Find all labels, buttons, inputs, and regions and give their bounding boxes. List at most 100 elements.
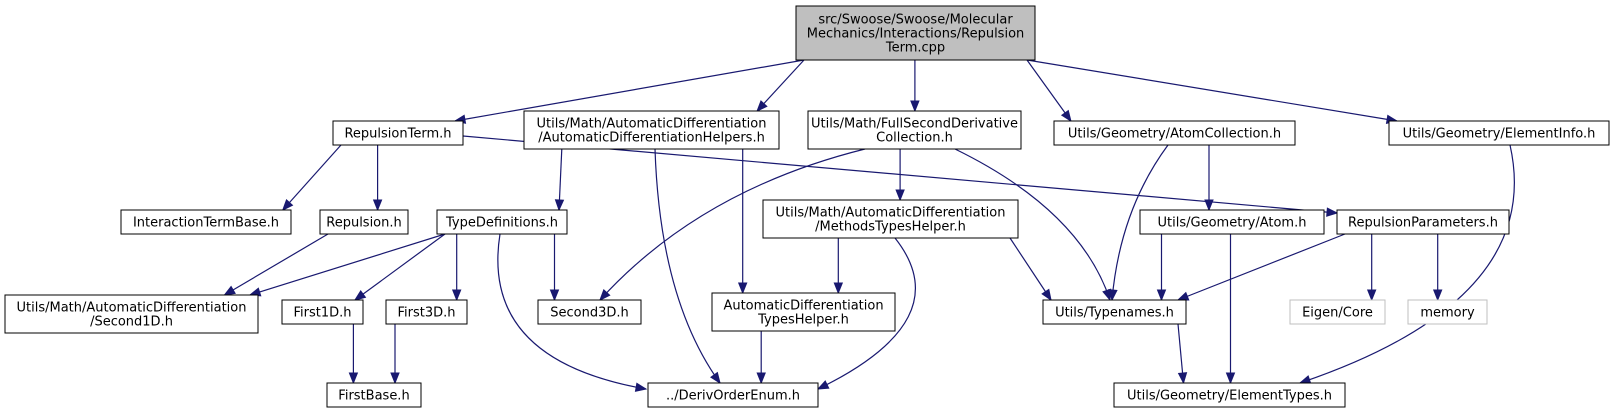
node-first1d-h-box	[281, 299, 364, 325]
edge-atom-h-to-typenames-h-arrowhead	[1156, 289, 1167, 302]
edge-element-info-h-to-element-types-h-arrowhead	[1298, 375, 1312, 385]
edge-atom-collection-h-to-typenames-h-arrowhead	[1108, 289, 1118, 302]
node-repulsion-h-box	[319, 209, 409, 235]
edge-repulsion-h-to-second1d-h	[224, 233, 329, 296]
edge-atom-collection-h-to-atom-h-arrowhead	[1204, 199, 1214, 212]
node-methods-types-helper-h-label-line-1: Utils/Math/AutomaticDifferentiation	[775, 206, 1005, 221]
node-second1d-h-box	[4, 294, 259, 334]
node-eigen-core[interactable]: Eigen/Core	[1289, 299, 1386, 325]
node-repulsion-term-h-label-line-1: RepulsionTerm.h	[344, 127, 451, 142]
node-first3d-h-label-line-1: First3D.h	[397, 306, 455, 321]
node-atom-h-box	[1139, 209, 1325, 235]
node-element-types-h[interactable]: Utils/Geometry/ElementTypes.h	[1113, 382, 1346, 408]
node-first1d-h-label-line-1: First1D.h	[293, 306, 351, 321]
edge-repulsion-term-h-to-repulsion-h-arrowhead	[372, 199, 383, 212]
node-repulsion-h-label-line-1: Repulsion.h	[326, 216, 402, 231]
edge-repulsion-term-h-to-interaction-term-base-h	[282, 144, 342, 211]
node-second3d-h-box	[537, 299, 642, 325]
node-full-second-deriv-h-box	[807, 110, 1022, 150]
node-autodiff-types-helper-h-label-line-1: AutomaticDifferentiation	[723, 299, 883, 314]
node-interaction-term-base-h-box	[120, 209, 292, 235]
edge-atom-collection-h-to-typenames-h	[1111, 144, 1169, 301]
node-second1d-h-label-line-2: /Second1D.h	[90, 315, 173, 330]
node-type-definitions-h-box	[436, 209, 568, 235]
node-eigen-core-label-line-1: Eigen/Core	[1302, 306, 1373, 321]
edge-type-definitions-h-to-deriv-order-enum-h	[497, 233, 647, 390]
node-methods-types-helper-h-box	[762, 199, 1019, 239]
edge-typenames-h-to-element-types-h-arrowhead	[1177, 372, 1188, 385]
edge-autodiff-helpers-h-to-deriv-order-enum-h-arrowhead	[710, 371, 721, 385]
node-interaction-term-base-h[interactable]: InteractionTermBase.h	[120, 209, 292, 235]
node-element-types-h-box	[1113, 382, 1346, 408]
edge-element-info-h-to-element-types-h	[1299, 144, 1515, 384]
node-methods-types-helper-h[interactable]: Utils/Math/AutomaticDifferentiation/Meth…	[762, 199, 1019, 239]
node-element-info-h-box	[1388, 120, 1610, 146]
node-repulsion-parameters-h[interactable]: RepulsionParameters.h	[1336, 209, 1510, 235]
edge-repulsion-term-h-to-interaction-term-base-h-arrowhead	[281, 199, 294, 212]
node-full-second-deriv-h[interactable]: Utils/Math/FullSecondDerivativeCollectio…	[807, 110, 1022, 150]
node-interaction-term-base-h-label-line-1: InteractionTermBase.h	[133, 216, 279, 231]
node-first-base-h-box	[326, 382, 422, 408]
node-root-label-line-2: Mechanics/Interactions/Repulsion	[807, 27, 1025, 42]
node-second3d-h[interactable]: Second3D.h	[537, 299, 642, 325]
node-repulsion-parameters-h-label-line-1: RepulsionParameters.h	[1348, 216, 1498, 231]
node-element-types-h-label-line-1: Utils/Geometry/ElementTypes.h	[1127, 389, 1332, 404]
node-typenames-h[interactable]: Utils/Typenames.h	[1042, 299, 1187, 325]
node-first1d-h[interactable]: First1D.h	[281, 299, 364, 325]
node-autodiff-helpers-h-box	[523, 110, 780, 150]
edge-autodiff-types-helper-h-to-deriv-order-enum-h-arrowhead	[756, 372, 766, 385]
edge-type-definitions-h-to-second1d-h	[249, 233, 446, 296]
edge-root-to-atom-collection-h	[1026, 59, 1072, 122]
edge-first3d-h-to-first-base-h-arrowhead	[390, 372, 400, 385]
node-root[interactable]: src/Swoose/Swoose/MolecularMechanics/Int…	[795, 5, 1036, 61]
node-autodiff-helpers-h[interactable]: Utils/Math/AutomaticDifferentiation/Auto…	[523, 110, 780, 150]
node-repulsion-parameters-h-box	[1336, 209, 1510, 235]
edge-root-to-autodiff-helpers-h-arrowhead	[756, 100, 768, 112]
node-deriv-order-enum-h[interactable]: ../DerivOrderEnum.h	[647, 382, 819, 408]
node-repulsion-term-h-box	[332, 120, 464, 146]
node-repulsion-term-h[interactable]: RepulsionTerm.h	[332, 120, 464, 146]
node-full-second-deriv-h-label-line-1: Utils/Math/FullSecondDerivative	[811, 117, 1018, 132]
node-atom-collection-h[interactable]: Utils/Geometry/AtomCollection.h	[1053, 120, 1296, 146]
edge-repulsion-parameters-h-to-memory-arrowhead	[1432, 289, 1443, 302]
edge-root-to-full-second-deriv-h-arrowhead	[910, 100, 920, 113]
edge-root-to-autodiff-helpers-h	[756, 59, 805, 112]
edge-full-second-deriv-h-to-typenames-h	[954, 148, 1111, 301]
edge-methods-types-helper-h-to-typenames-h	[1009, 237, 1052, 301]
node-repulsion-h[interactable]: Repulsion.h	[319, 209, 409, 235]
edge-autodiff-helpers-h-to-deriv-order-enum-h	[654, 148, 721, 384]
edge-methods-types-helper-h-to-deriv-order-enum-h	[817, 237, 917, 390]
node-memory-box	[1407, 299, 1488, 325]
edge-atom-h-to-element-types-h-arrowhead	[1225, 372, 1236, 385]
edge-repulsion-parameters-h-to-eigen-core-arrowhead	[1366, 289, 1377, 302]
edge-methods-types-helper-h-to-typenames-h-arrowhead	[1041, 288, 1052, 302]
edge-autodiff-helpers-h-to-type-definitions-h-arrowhead	[554, 199, 565, 212]
node-second3d-h-label-line-1: Second3D.h	[550, 306, 629, 321]
edge-full-second-deriv-h-to-second3d-h-arrowhead	[599, 289, 611, 301]
edge-repulsion-parameters-h-to-typenames-h-arrowhead	[1176, 291, 1190, 301]
node-element-info-h[interactable]: Utils/Geometry/ElementInfo.h	[1388, 120, 1610, 146]
node-root-box	[795, 5, 1036, 61]
node-memory[interactable]: memory	[1407, 299, 1488, 325]
node-atom-h[interactable]: Utils/Geometry/Atom.h	[1139, 209, 1325, 235]
node-first3d-h-box	[385, 299, 468, 325]
node-first-base-h[interactable]: FirstBase.h	[326, 382, 422, 408]
node-typenames-h-box	[1042, 299, 1187, 325]
edge-root-to-element-info-h	[1026, 59, 1398, 122]
node-atom-h-label-line-1: Utils/Geometry/Atom.h	[1158, 216, 1307, 231]
node-type-definitions-h[interactable]: TypeDefinitions.h	[436, 209, 568, 235]
edge-methods-types-helper-h-to-deriv-order-enum-h-arrowhead	[816, 380, 830, 390]
node-second1d-h[interactable]: Utils/Math/AutomaticDifferentiation/Seco…	[4, 294, 259, 334]
edge-type-definitions-h-to-first3d-h-arrowhead	[451, 289, 462, 302]
node-root-label-line-1: src/Swoose/Swoose/Molecular	[818, 13, 1013, 28]
node-autodiff-helpers-h-label-line-1: Utils/Math/AutomaticDifferentiation	[536, 117, 766, 132]
node-eigen-core-box	[1289, 299, 1386, 325]
node-memory-label-line-1: memory	[1420, 306, 1475, 321]
node-full-second-deriv-h-label-line-2: Collection.h	[876, 131, 953, 146]
edge-methods-types-helper-h-to-autodiff-types-helper-h-arrowhead	[833, 282, 844, 295]
edge-repulsion-h-to-second1d-h-arrowhead	[223, 285, 236, 296]
node-first3d-h[interactable]: First3D.h	[385, 299, 468, 325]
edge-root-to-atom-collection-h-arrowhead	[1060, 109, 1072, 123]
